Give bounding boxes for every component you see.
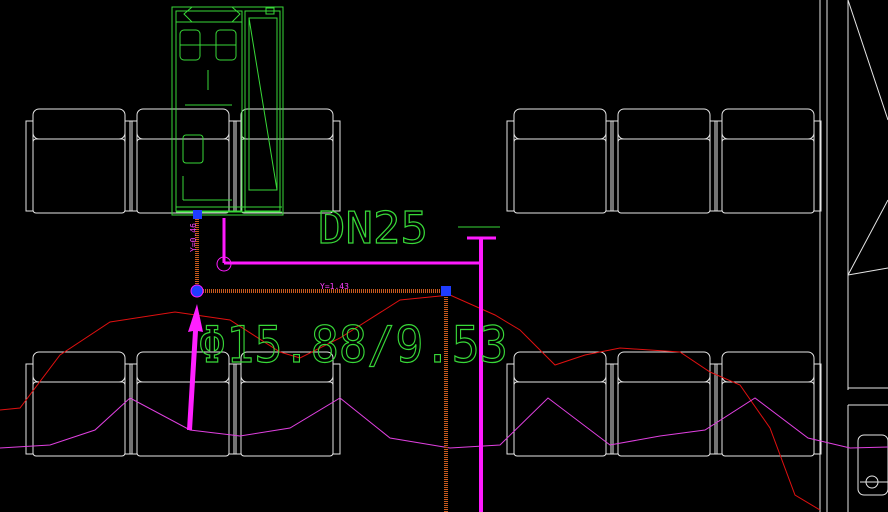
seat-unit [714, 351, 822, 457]
seat-unit [25, 108, 133, 214]
seat-unit [610, 351, 718, 457]
seat-unit [233, 351, 341, 457]
horizontal-dimension-label: Y=1.43 [320, 282, 349, 291]
refrigerant-pipe [195, 215, 448, 512]
magenta-zigzag-curve [0, 397, 888, 449]
seat-unit [714, 108, 822, 214]
pipe-node-marker[interactable] [441, 286, 451, 296]
right-wall-structure [819, 0, 888, 512]
red-boundary-curve [0, 294, 821, 511]
seat-unit [610, 108, 718, 214]
seat-unit [25, 351, 133, 457]
seat-unit [506, 108, 614, 214]
pipe-node-marker[interactable] [190, 284, 204, 298]
seat-row-lower [25, 351, 822, 457]
seat-unit [506, 351, 614, 457]
seat-row-upper [25, 108, 822, 214]
condensate-pipe [216, 218, 496, 512]
refrigerant-spec-label: Φ15.88/9.53 [198, 316, 508, 374]
vertical-dimension-label: Y=0.46 [189, 223, 198, 252]
seat-unit [233, 108, 341, 214]
seat-unit [129, 351, 237, 457]
pointer-arrow [187, 304, 203, 430]
pipe-size-label: DN25 [318, 203, 428, 254]
pipe-node-marker[interactable] [193, 210, 202, 219]
